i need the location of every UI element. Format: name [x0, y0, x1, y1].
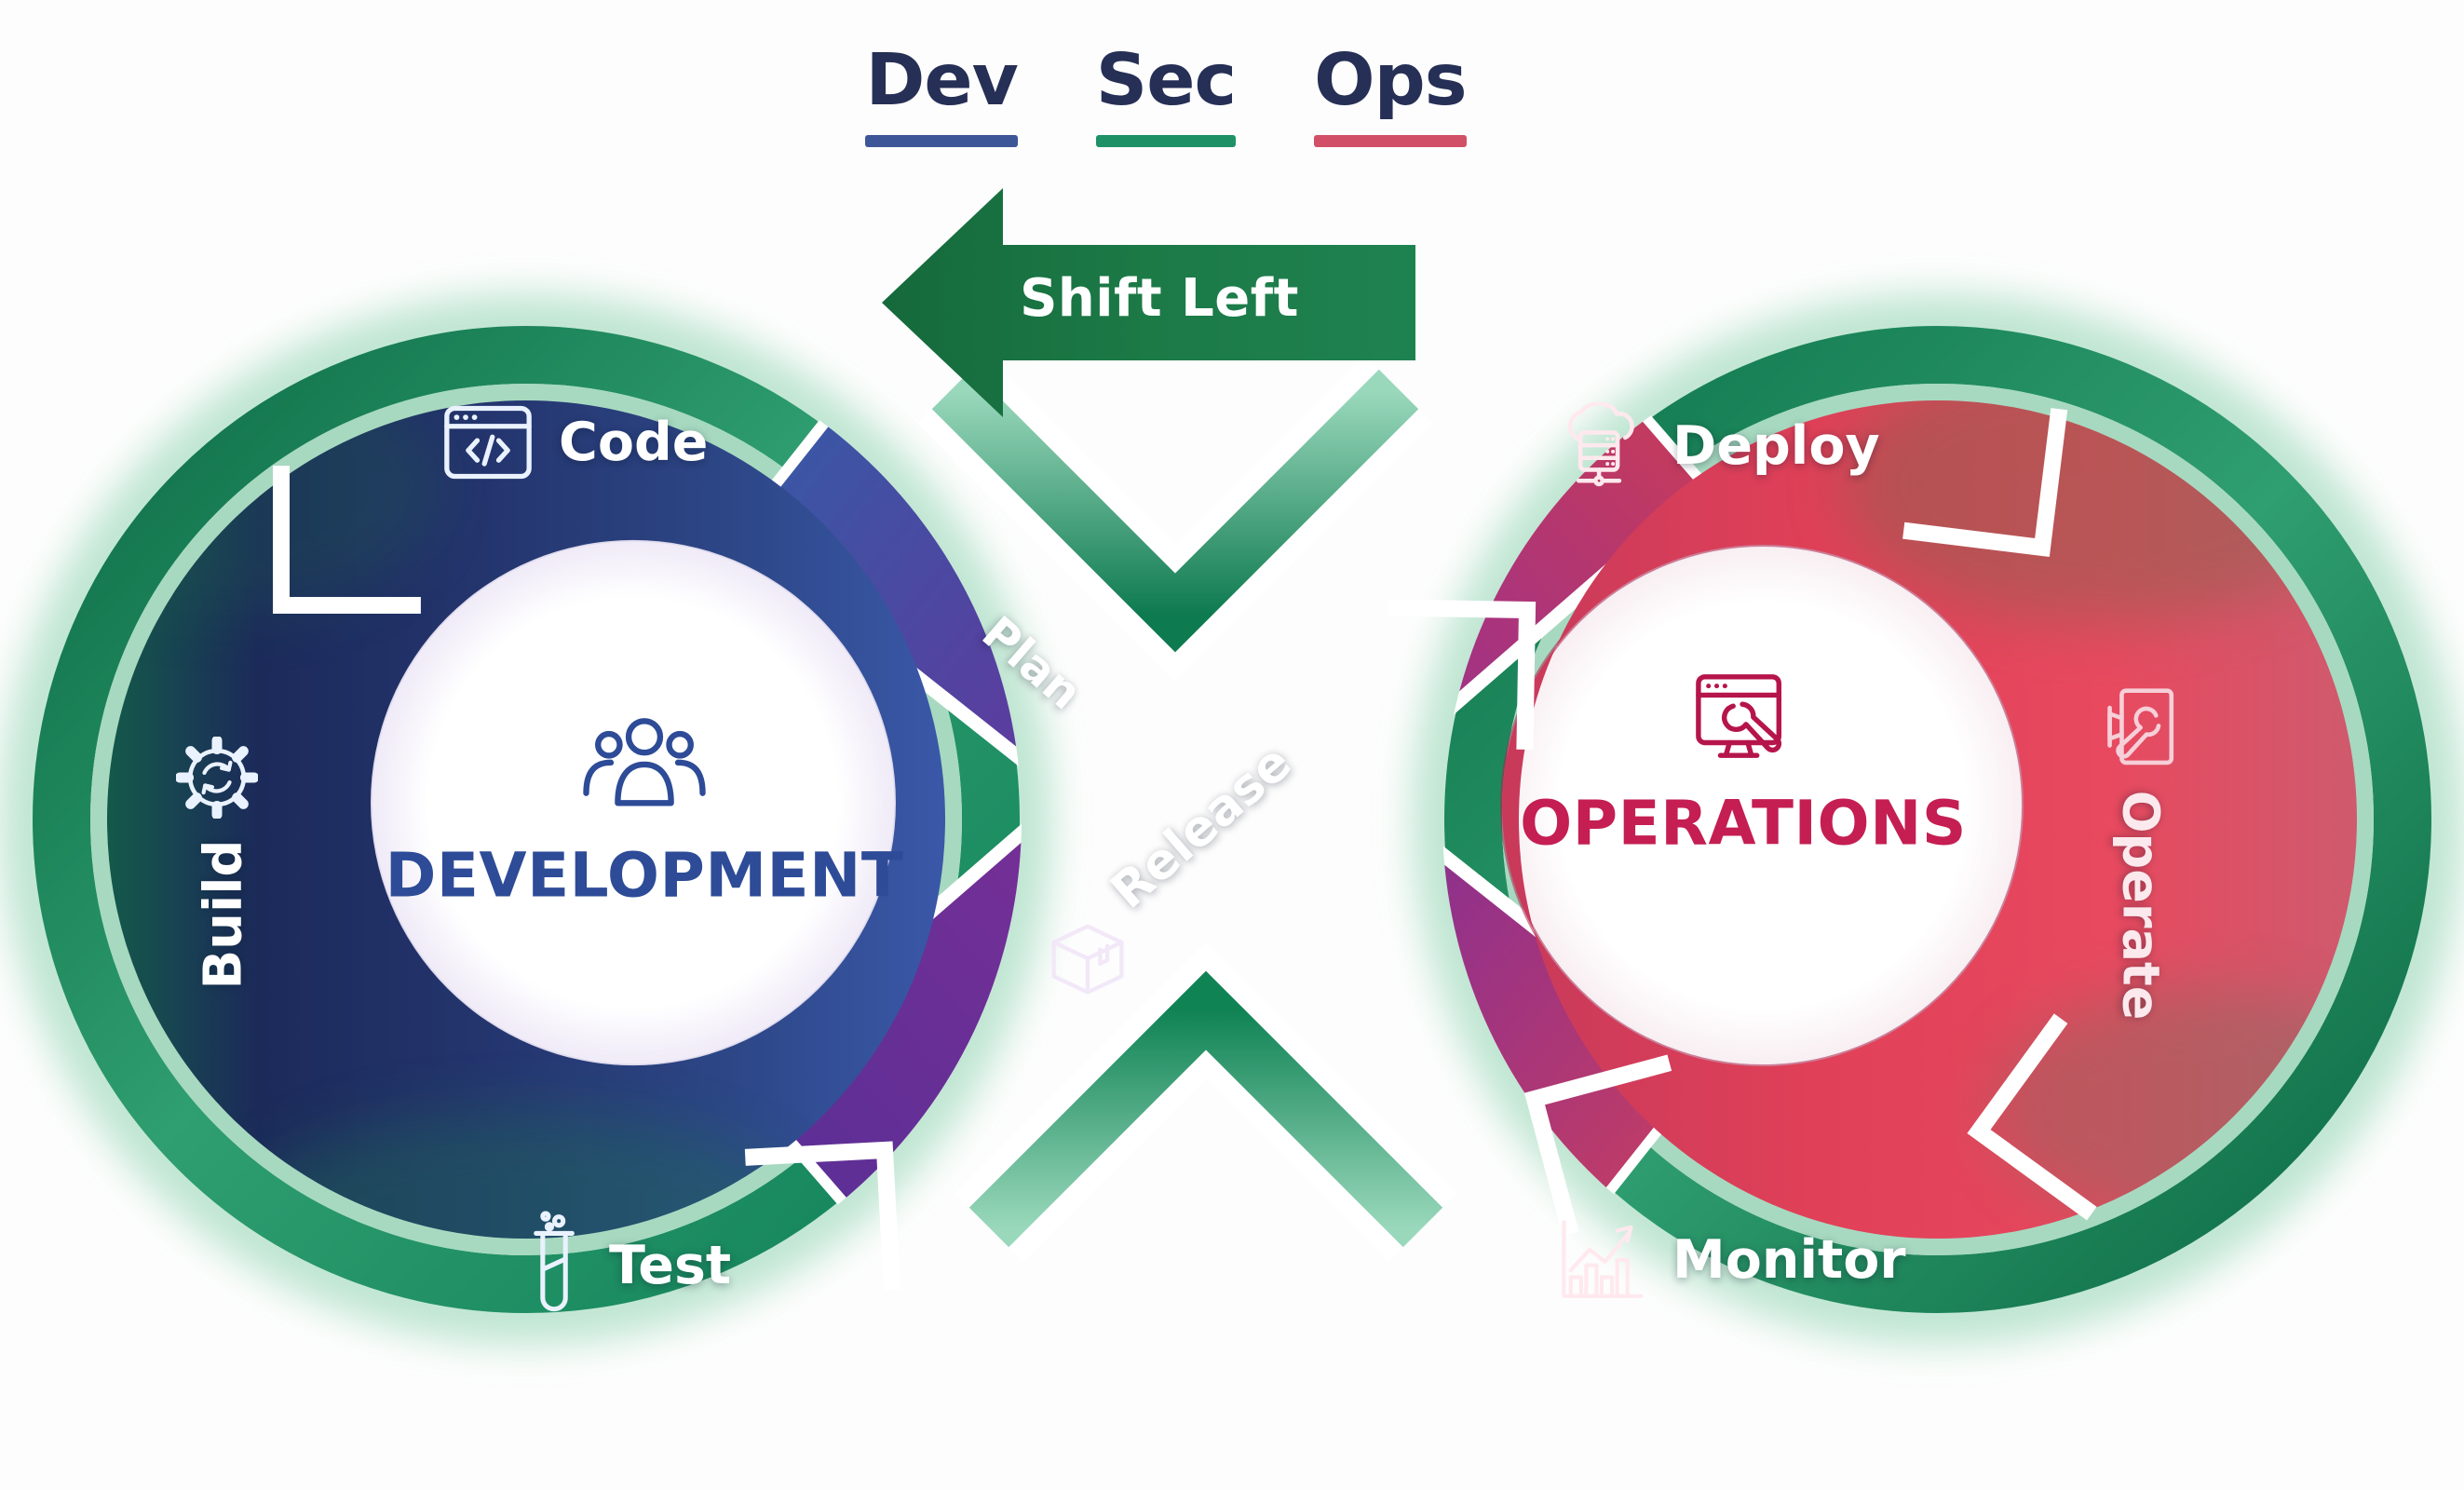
- title-text-sec: Sec: [1095, 39, 1237, 122]
- build-gear-icon: [176, 737, 258, 819]
- title-text-ops: Ops: [1314, 39, 1467, 122]
- monitor-chart-icon: [1562, 1220, 1644, 1298]
- release-package-icon: [1051, 924, 1124, 995]
- operations-title: OPERATIONS: [1520, 787, 1967, 860]
- seam-release-deploy: [1387, 599, 1537, 751]
- stage-test: Test: [521, 1209, 731, 1322]
- shift-left-arrow: [882, 188, 1415, 417]
- shift-left-label: Shift Left: [1020, 268, 1299, 329]
- operations-window-wrench-icon: [1696, 674, 1781, 758]
- stage-label-operate: Operate: [2111, 790, 2171, 1021]
- seam-monitor-plan: [1523, 1054, 1672, 1237]
- seam-build-code: [273, 466, 421, 614]
- green-crossover-top: [917, 355, 1433, 682]
- stage-label-build: Build: [193, 839, 254, 990]
- seam-operate-monitor: [1967, 1013, 2097, 1221]
- stage-label-test: Test: [609, 1235, 732, 1296]
- title-underline-ops: [1314, 135, 1467, 147]
- seam-test-release: [744, 1141, 900, 1291]
- title: Dev Sec Ops: [838, 45, 1494, 147]
- title-word-dev: Dev: [865, 39, 1019, 147]
- development-title: DEVELOPMENT: [385, 839, 904, 912]
- stage-label-monitor: Monitor: [1672, 1229, 1906, 1291]
- title-underline-dev: [865, 135, 1018, 147]
- stage-monitor: Monitor: [1557, 1218, 1906, 1302]
- deploy-cloud-server-icon: [1567, 402, 1634, 487]
- title-text-dev: Dev: [865, 39, 1018, 122]
- development-team-icon: [583, 718, 706, 806]
- title-underline-sec: [1095, 135, 1237, 147]
- title-word-sec: Sec: [1095, 39, 1237, 147]
- seam-deploy-operate: [1902, 408, 2068, 558]
- operate-monitor-wrench-icon: [2107, 688, 2174, 765]
- test-tube-icon: [534, 1211, 575, 1312]
- stage-code: Code: [443, 402, 708, 482]
- green-crossover-bottom: [954, 941, 1457, 1262]
- stage-label-deploy: Deploy: [1672, 415, 1880, 477]
- green-security-rings: [33, 326, 2431, 1313]
- title-word-ops: Ops: [1314, 39, 1468, 147]
- stage-label-code: Code: [559, 412, 709, 473]
- stage-deploy: Deploy: [1553, 402, 1880, 490]
- code-window-icon: [444, 405, 532, 480]
- segment-seams: [273, 408, 2097, 1291]
